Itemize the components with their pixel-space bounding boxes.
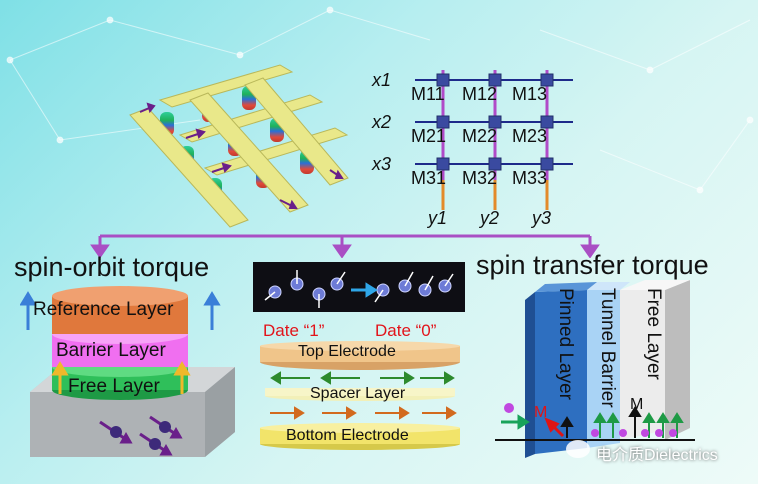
tunnel-barrier-label: Tunnel Barrier bbox=[597, 288, 618, 408]
col-label-y2: y2 bbox=[480, 208, 500, 228]
distribution-bus-arrows bbox=[90, 234, 600, 258]
cell-m21: M21 bbox=[411, 126, 447, 146]
crossbar-matrix-diagram bbox=[415, 70, 573, 210]
date-1-label: Date “1” bbox=[263, 321, 325, 340]
cell-m23: M23 bbox=[512, 126, 548, 146]
crossbar-3d-illustration bbox=[129, 64, 349, 228]
watermark-text: 电介质Dielectrics bbox=[596, 447, 718, 464]
stt-title: spin transfer torque bbox=[476, 250, 709, 280]
m-label-free: M bbox=[630, 396, 644, 413]
top-electrode-label: Top Electrode bbox=[298, 343, 396, 360]
cell-m12: M12 bbox=[462, 84, 498, 104]
cell-m11: M11 bbox=[411, 84, 445, 104]
bottom-electrode-label: Bottom Electrode bbox=[286, 427, 409, 444]
sot-stack-illustration bbox=[20, 286, 235, 457]
date-0-label: Date “0” bbox=[375, 321, 437, 340]
row-label-x1: x1 bbox=[372, 70, 392, 90]
col-label-y3: y3 bbox=[532, 208, 552, 228]
spacer-layer-label: Spacer Layer bbox=[310, 385, 406, 402]
m-label-pinned: M bbox=[534, 404, 548, 421]
spin-state-image bbox=[253, 262, 465, 312]
sot-title: spin-orbit torque bbox=[14, 252, 210, 282]
free-layer-label: Free Layer bbox=[68, 376, 160, 397]
barrier-layer-label: Barrier Layer bbox=[56, 340, 166, 361]
reference-layer-label: Reference Layer bbox=[33, 299, 174, 320]
pinned-layer-label: Pinned Layer bbox=[555, 288, 576, 400]
stt-stack-illustration bbox=[495, 280, 695, 458]
cell-m32: M32 bbox=[462, 168, 498, 188]
wechat-icon bbox=[566, 440, 590, 458]
cell-m31: M31 bbox=[411, 168, 447, 188]
cell-m33: M33 bbox=[512, 168, 548, 188]
cell-m22: M22 bbox=[462, 126, 498, 146]
middle-stack-illustration bbox=[260, 341, 460, 450]
row-label-x2: x2 bbox=[372, 112, 392, 132]
col-label-y1: y1 bbox=[428, 208, 448, 228]
row-label-x3: x3 bbox=[372, 154, 392, 174]
free-layer-stt-label: Free Layer bbox=[643, 288, 664, 380]
cell-m13: M13 bbox=[512, 84, 548, 104]
